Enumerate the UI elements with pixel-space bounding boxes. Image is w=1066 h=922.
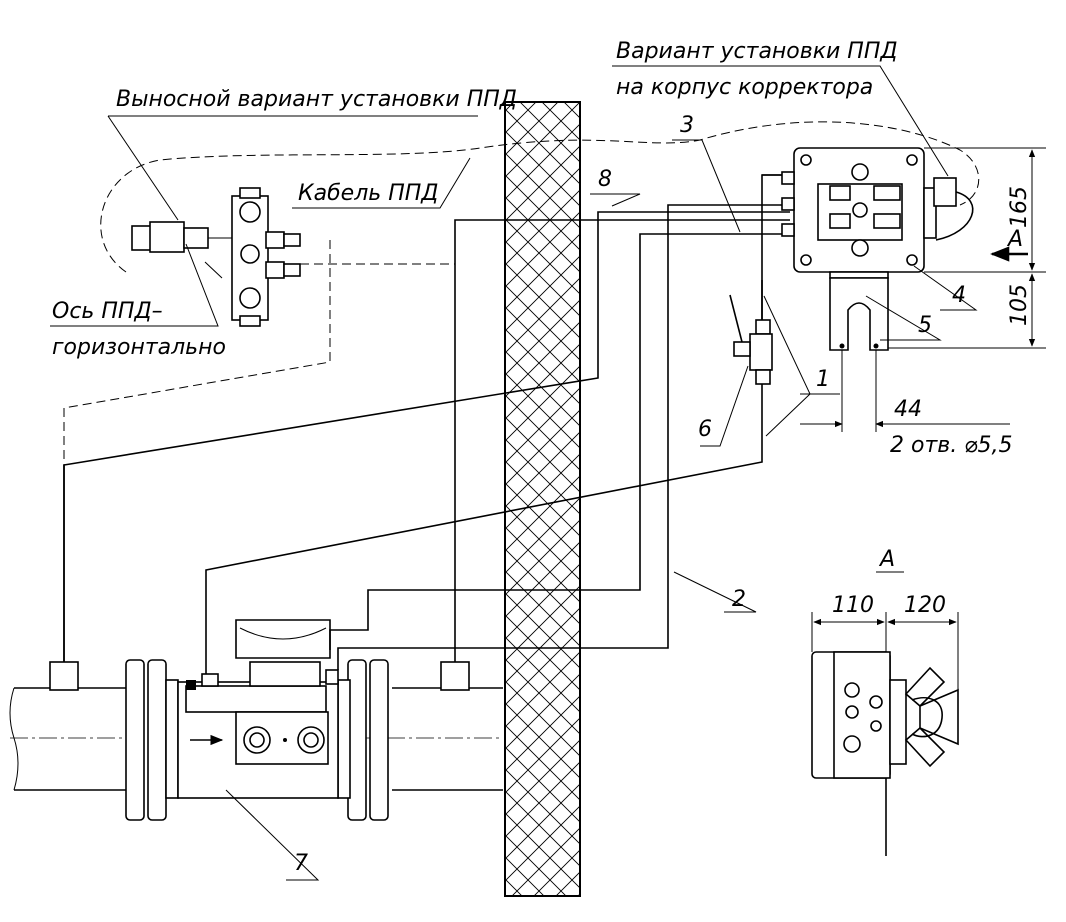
impulse-lines (63, 174, 790, 674)
flange-left (125, 659, 179, 821)
label-view-a: А (878, 547, 895, 572)
label-axis-line1: Ось ППД– (52, 299, 163, 324)
callout-4: 4 (952, 283, 966, 308)
leader-lines (50, 65, 978, 881)
dim-110-120 (811, 612, 959, 690)
label-remote-variant: Выносной вариант установки ППД (116, 87, 517, 112)
dim-165-value: 165 (1007, 186, 1032, 228)
dim-44 (800, 350, 1010, 432)
pipe-tap-left (49, 661, 79, 691)
mounting-bracket (829, 277, 889, 351)
corrector (781, 147, 974, 279)
label-body-variant-line1: Вариант установки ППД (616, 39, 898, 64)
dim-105 (888, 273, 1046, 349)
view-a (811, 651, 959, 856)
label-view-a-arrow: А (1006, 227, 1023, 252)
callout-5: 5 (918, 313, 932, 338)
callout-3: 3 (680, 113, 694, 138)
gas-meter (177, 619, 339, 799)
label-holes: 2 отв. ⌀5,5 (890, 433, 1012, 458)
callout-6: 6 (698, 417, 712, 442)
callout-8: 8 (598, 167, 612, 192)
dim-110-value: 110 (832, 593, 874, 618)
remote-ppd-assembly (131, 187, 301, 327)
label-cable: Кабель ППД (298, 181, 439, 206)
callout-7: 7 (294, 851, 308, 876)
dim-120-value: 120 (904, 593, 946, 618)
callout-2: 2 (732, 587, 746, 612)
dim-105-value: 105 (1007, 284, 1032, 326)
flange-right (337, 659, 389, 821)
valve (729, 280, 773, 385)
cable-route (63, 121, 980, 465)
label-axis-line2: горизонтально (52, 335, 226, 360)
label-body-variant-line2: на корпус корректора (616, 75, 873, 100)
pipe-tap-right (440, 661, 470, 691)
callout-1: 1 (816, 367, 830, 392)
dim-165 (924, 147, 1046, 273)
dim-44-value: 44 (894, 397, 922, 422)
